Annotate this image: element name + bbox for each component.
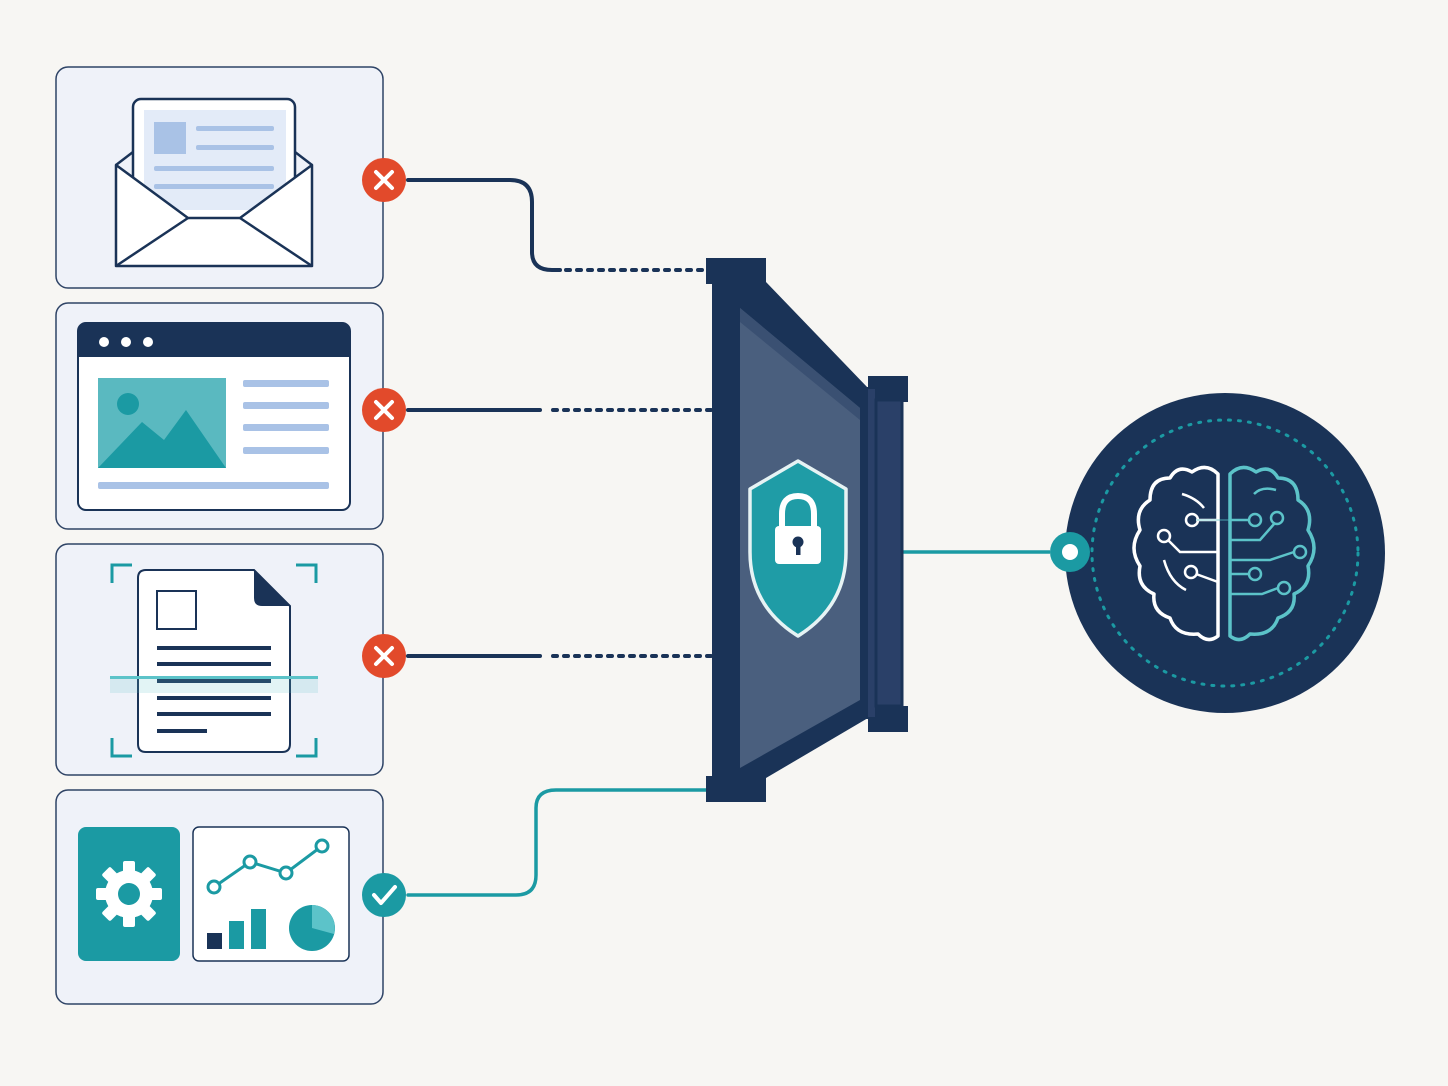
browser-window-icon [77, 322, 351, 511]
model-circle [1065, 393, 1385, 713]
connector-email [406, 178, 562, 272]
source-card-email [55, 66, 406, 289]
line-chart-icon [206, 838, 330, 895]
check-icon [362, 873, 406, 917]
x-icon [362, 634, 406, 678]
ai-model [1050, 393, 1385, 713]
model-input-port [1050, 532, 1090, 572]
gateway-door [706, 258, 908, 802]
source-card-analytics [55, 789, 406, 1005]
gear-analytics-icon [78, 826, 350, 962]
source-card-document [55, 543, 406, 776]
bar-chart-icon [207, 909, 266, 949]
x-icon [362, 158, 406, 202]
gear-icon [96, 861, 162, 927]
source-card-webpage [55, 302, 406, 530]
brain-circuit-icon [1132, 465, 1316, 642]
pie-chart-icon [289, 905, 335, 951]
connector-analytics [406, 788, 714, 897]
shield-lock-icon [748, 459, 848, 638]
document-scan-icon [110, 563, 318, 758]
x-icon [362, 388, 406, 432]
connectors [406, 178, 1050, 897]
model-dotted-ring [1090, 418, 1360, 688]
envelope-icon [114, 97, 314, 268]
